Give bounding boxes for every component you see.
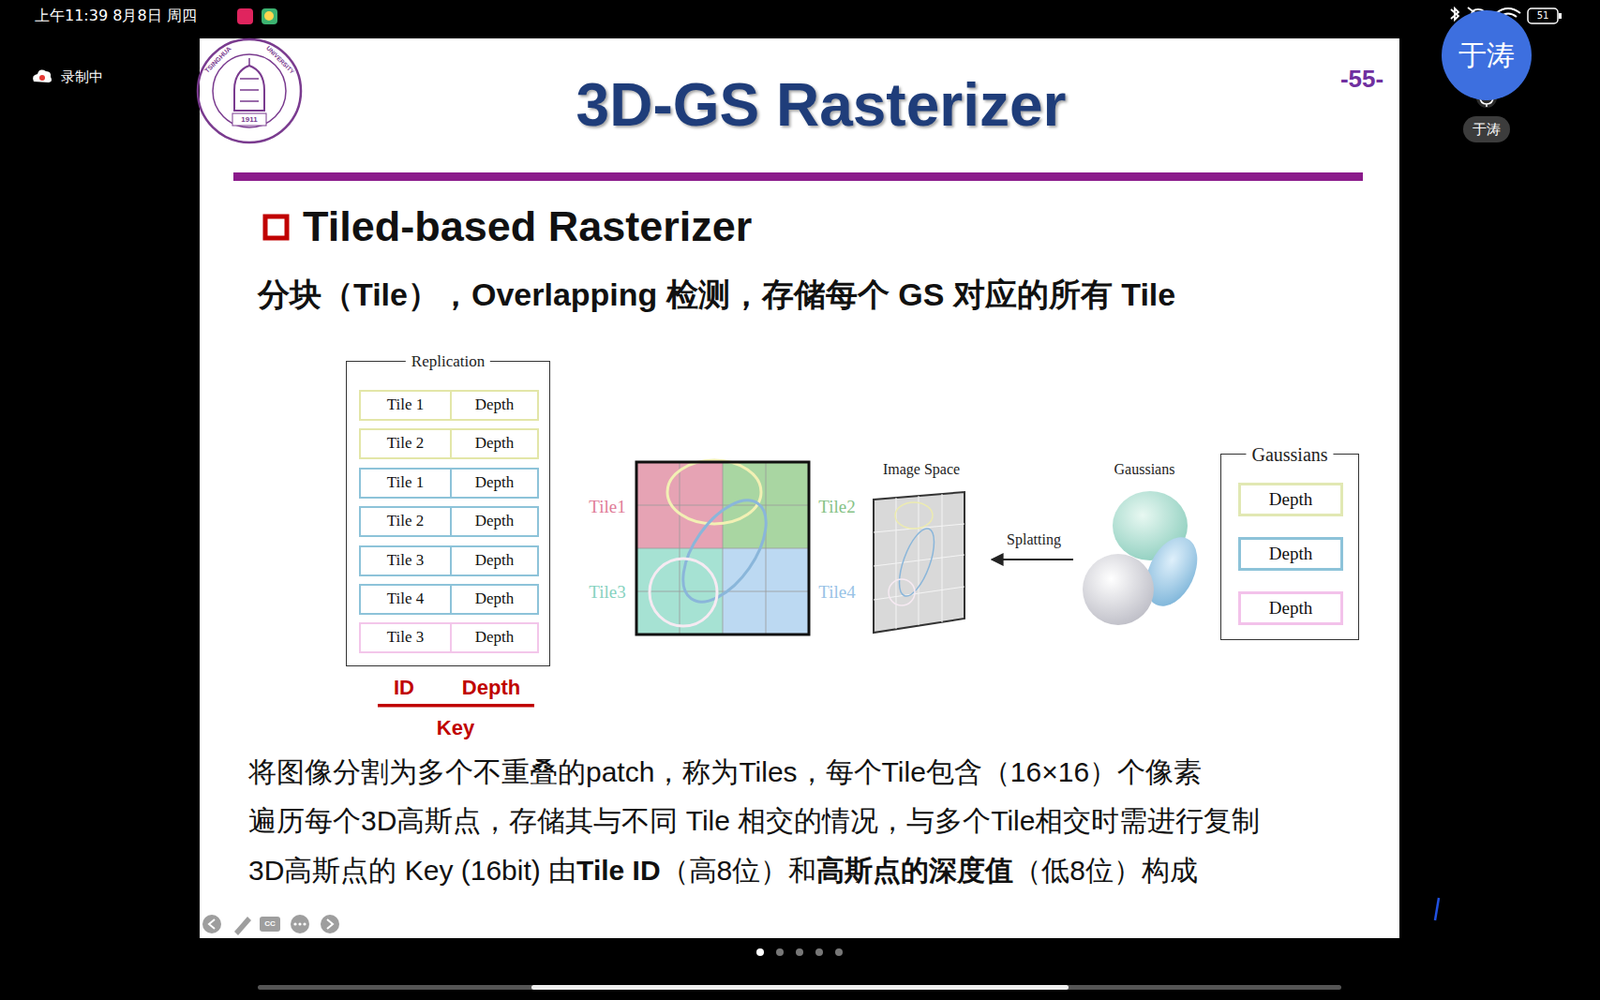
key-row: Tile 3Depth [358,545,539,577]
key-row: Tile 1Depth [358,467,539,499]
recording-status: 录制中 [60,68,104,86]
cell-text: Tile 3 [360,624,452,652]
slide-ground [199,38,1400,939]
cell-text: Depth [451,585,538,614]
cell-text: Tile 3 [360,547,452,575]
depth-cell: Depth [1238,482,1344,517]
cell-text: Tile 4 [360,585,452,614]
tile-label: Tile4 [818,582,855,604]
body-text: 3D高斯点的 Key (16bit) 由 [248,854,577,886]
tile-label: Tile3 [588,582,626,604]
key-underline [377,703,535,708]
cell-text: Depth [451,508,538,536]
cell-text: Depth [451,391,538,419]
cell-text: Depth [1269,543,1313,565]
depth-cell: Depth [1238,591,1344,626]
cloud-icon [32,70,52,83]
section-heading: Tiled-based Rasterizer [302,201,752,253]
body-text: 将图像分割为多个不重叠的patch，称为Tiles，每个Tile包含（16×16… [248,755,1202,790]
app-icon [264,11,274,21]
record-dot [39,74,45,81]
bluetooth-icon [1450,8,1459,20]
scroll-bar [257,985,1342,990]
tile-label: Tile1 [588,496,626,519]
cell-text: Tile 1 [360,469,452,497]
user-name-tag: 于涛 [1463,116,1511,143]
cell-text: Depth [451,469,538,497]
cell-text: Depth [1269,598,1313,619]
caption-icon-text: CC [264,919,276,929]
logo-text: TSINGHUA [203,44,234,75]
tile-label: Tile2 [818,496,855,519]
status-time: 上午11:39 8月8日 周四 [34,6,197,25]
body-text-bold: 高斯点的深度值 [816,854,1014,886]
battery-level: 51 [1537,10,1550,22]
figure-label: Gaussians [1114,460,1176,479]
key-row: Tile 2Depth [358,428,539,460]
depth-cell: Depth [1238,537,1344,571]
replication-table: ReplicationTile 1DepthTile 2DepthTile 1D… [345,360,551,667]
app-icon [261,8,278,25]
app-icon [237,8,254,25]
gaussians-table: GaussiansDepthDepthDepth [1220,453,1360,641]
battery-icon [1558,13,1562,19]
key-label: Key [436,716,475,741]
image-plane [873,492,965,633]
key-row: Tile 1Depth [358,389,539,421]
table-heading: Replication [405,352,491,372]
cell-text: 于涛 [1458,36,1515,75]
cell-text: Depth [451,624,538,652]
section-subheading: 分块（Tile），Overlapping 检测，存储每个 GS 对应的所有 Ti… [257,275,1176,315]
cell-text: 于涛 [1472,120,1501,139]
page-number: -55- [1340,64,1384,94]
cell-text: Depth [1269,489,1313,510]
cell-text: Tile 2 [360,508,452,536]
key-row: Tile 2Depth [358,506,539,538]
body-text-bold: Tile ID [576,854,660,886]
tile-grid [636,460,809,635]
bullet-square [265,216,287,239]
scroll-thumb [531,985,1069,990]
body-text: （高8位）和 [660,854,818,886]
key-part-label: ID [393,675,415,701]
body-text: 遍历每个3D高斯点，存储其与不同 Tile 相交的情况，与多个Tile相交时需进… [248,804,1260,838]
cell-text: Depth [451,547,538,575]
battery-icon [1527,8,1558,24]
user-avatar: 于涛 [1441,10,1532,101]
cell-text: Tile 1 [360,391,452,419]
cell-text: Depth [451,430,538,458]
cell-text: Tile 2 [360,430,452,458]
pen-mark [1435,897,1439,921]
splatting-arrow [991,558,1074,561]
slide-title: 3D-GS Rasterizer [576,69,1067,142]
body-line: 3D高斯点的 Key (16bit) 由Tile ID（高8位）和高斯点的深度值… [248,853,1198,888]
gaussian-ellipsoids [1082,491,1208,626]
key-row: Tile 4Depth [358,583,539,615]
key-row: Tile 3Depth [358,622,539,654]
logo-text: UNIVERSITY [265,44,297,75]
table-heading: Gaussians [1245,444,1333,466]
key-part-label: Depth [462,675,521,701]
logo-year: 1911 [240,115,257,125]
body-text: （低8位）构成 [1013,854,1198,886]
page-dots [756,948,843,957]
slide-toolbar [202,914,340,936]
university-logo [197,39,301,143]
title-rule [233,172,1363,181]
figure-label: Image Space [882,460,960,479]
arrow-label: Splatting [1006,530,1062,549]
